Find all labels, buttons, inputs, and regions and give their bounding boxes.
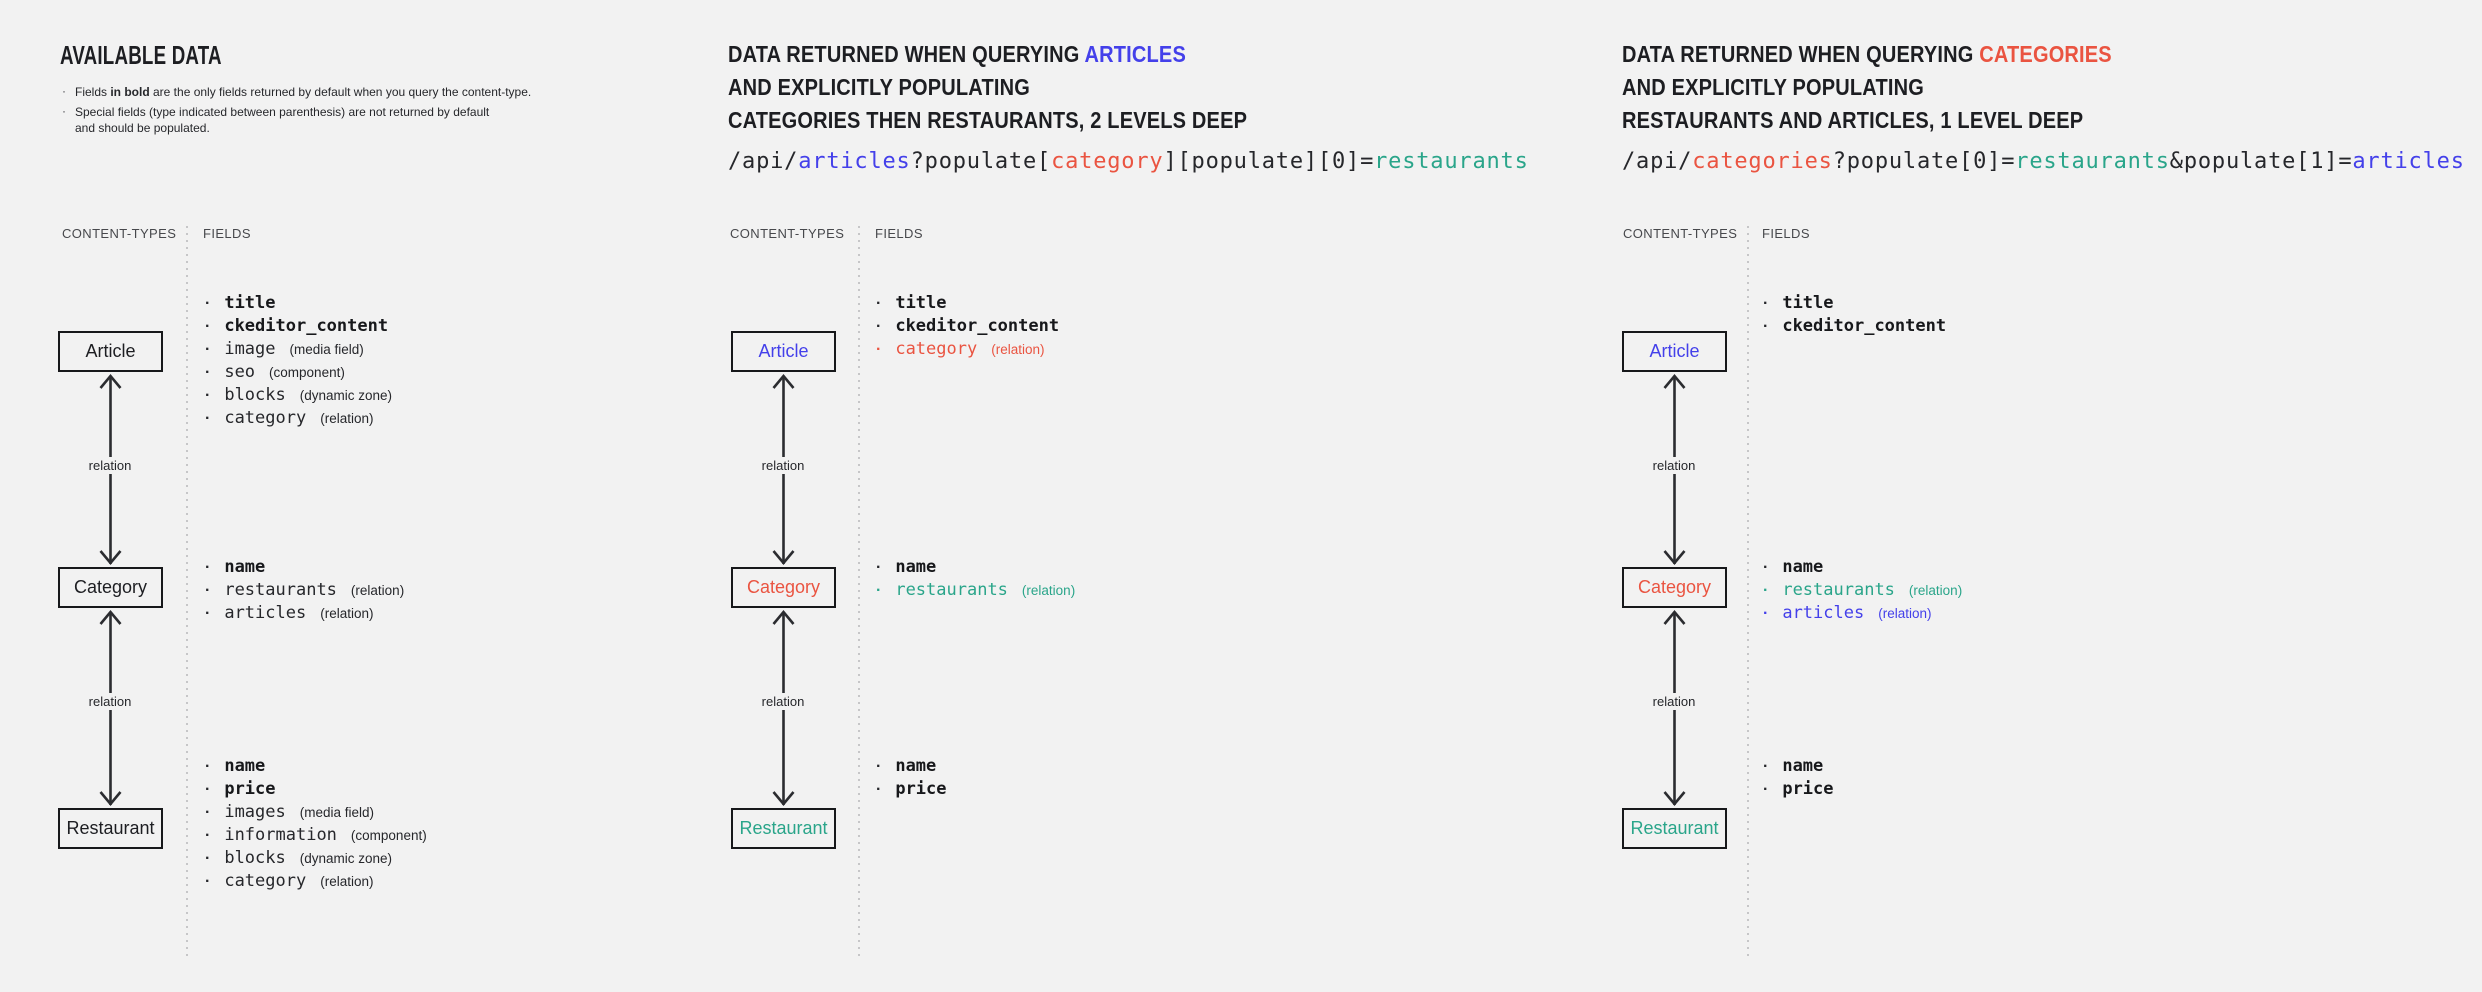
header-line: AND EXPLICITLY POPULATING bbox=[1622, 74, 1924, 100]
field-item: price bbox=[1763, 778, 1833, 801]
field-item: blocks(dynamic zone) bbox=[205, 384, 392, 407]
field-item: ckeditor_content bbox=[1763, 315, 1946, 338]
field-item: ckeditor_content bbox=[876, 315, 1059, 338]
field-list-category: name restaurants(relation) bbox=[876, 556, 1075, 602]
content-type-box-article: Article bbox=[58, 331, 163, 372]
note-text: Special fields (type indicated between p… bbox=[75, 105, 490, 119]
content-type-box-article: Article bbox=[731, 331, 836, 372]
field-list-article: title ckeditor_content image(media field… bbox=[205, 292, 392, 430]
content-type-box-category: Category bbox=[1622, 567, 1727, 608]
field-item: information(component) bbox=[205, 824, 426, 847]
legend-note-special-fields: Special fields (type indicated between p… bbox=[60, 103, 680, 136]
field-item: ckeditor_content bbox=[205, 315, 392, 338]
api-query-categories: /api/categories?populate[0]=restaurants&… bbox=[1622, 149, 2465, 174]
field-item: blocks(dynamic zone) bbox=[205, 847, 427, 870]
field-item: name bbox=[876, 556, 1075, 579]
field-item: restaurants(relation) bbox=[205, 579, 404, 602]
highlight-articles: ARTICLES bbox=[1084, 41, 1186, 67]
field-list-article: title ckeditor_content bbox=[1763, 292, 1946, 338]
note-text: and should be populated. bbox=[75, 121, 210, 135]
field-item: category(relation) bbox=[876, 338, 1059, 361]
field-item: title bbox=[876, 292, 1059, 315]
field-list-article: title ckeditor_content category(relation… bbox=[876, 292, 1059, 361]
field-item: name bbox=[876, 755, 947, 778]
note-text: Fields bbox=[75, 85, 111, 99]
content-type-box-restaurant: Restaurant bbox=[58, 808, 163, 849]
content-type-box-category: Category bbox=[58, 567, 163, 608]
fields-column-label: FIELDS bbox=[203, 226, 251, 241]
field-item: articles(relation) bbox=[1763, 602, 1962, 625]
relation-label: relation bbox=[1648, 693, 1700, 710]
field-list-restaurant: name price bbox=[1763, 755, 1834, 801]
dotted-divider bbox=[858, 226, 860, 957]
relation-label: relation bbox=[84, 693, 136, 710]
field-item: restaurants(relation) bbox=[876, 579, 1075, 602]
fields-column-label: FIELDS bbox=[875, 226, 923, 241]
panel-categories-header: DATA RETURNED WHEN QUERYING CATEGORIES A… bbox=[1622, 38, 2112, 137]
field-list-category: name restaurants(relation) articles(rela… bbox=[205, 556, 404, 625]
field-list-restaurant: name price images(media field) informati… bbox=[205, 755, 427, 893]
relation-label: relation bbox=[757, 457, 809, 474]
fields-column-label: FIELDS bbox=[1762, 226, 1810, 241]
dotted-divider bbox=[186, 226, 188, 957]
header-line: RESTAURANTS AND ARTICLES, 1 LEVEL DEEP bbox=[1622, 107, 2084, 133]
field-item: category(relation) bbox=[205, 407, 392, 430]
legend-note-bold-fields: Fields in bold are the only fields retur… bbox=[60, 83, 680, 100]
header-line: CATEGORIES THEN RESTAURANTS, 2 LEVELS DE… bbox=[728, 107, 1248, 133]
field-item: seo(component) bbox=[205, 361, 392, 384]
field-item: restaurants(relation) bbox=[1763, 579, 1962, 602]
field-item: image(media field) bbox=[205, 338, 392, 361]
content-types-column-label: CONTENT-TYPES bbox=[1623, 226, 1738, 241]
field-item: articles(relation) bbox=[205, 602, 404, 625]
header-line: DATA RETURNED WHEN QUERYING ARTICLES bbox=[728, 41, 1186, 67]
page-title: AVAILABLE DATA bbox=[60, 40, 222, 70]
field-item: name bbox=[205, 755, 427, 778]
field-item: name bbox=[1763, 755, 1834, 778]
header-line: DATA RETURNED WHEN QUERYING CATEGORIES bbox=[1622, 41, 2112, 67]
note-bold-text: in bold bbox=[110, 85, 150, 99]
content-type-box-category: Category bbox=[731, 567, 836, 608]
field-list-category: name restaurants(relation) articles(rela… bbox=[1763, 556, 1962, 625]
content-type-box-restaurant: Restaurant bbox=[1622, 808, 1727, 849]
field-list-restaurant: name price bbox=[876, 755, 947, 801]
relation-label: relation bbox=[757, 693, 809, 710]
panel-articles-header: DATA RETURNED WHEN QUERYING ARTICLES AND… bbox=[728, 38, 1247, 137]
content-type-box-article: Article bbox=[1622, 331, 1727, 372]
relation-label: relation bbox=[1648, 457, 1700, 474]
field-item: price bbox=[876, 778, 946, 801]
content-type-box-restaurant: Restaurant bbox=[731, 808, 836, 849]
field-item: images(media field) bbox=[205, 801, 427, 824]
api-query-articles: /api/articles?populate[category][populat… bbox=[728, 149, 1529, 174]
field-item: price bbox=[205, 778, 427, 801]
highlight-categories: CATEGORIES bbox=[1979, 41, 2112, 67]
relation-label: relation bbox=[84, 457, 136, 474]
field-item: title bbox=[205, 292, 392, 315]
content-types-column-label: CONTENT-TYPES bbox=[62, 226, 177, 241]
dotted-divider bbox=[1747, 226, 1749, 957]
content-types-column-label: CONTENT-TYPES bbox=[730, 226, 845, 241]
field-item: category(relation) bbox=[205, 870, 427, 893]
field-item: name bbox=[205, 556, 404, 579]
note-text: are the only fields returned by default … bbox=[149, 85, 532, 99]
legend-notes: Fields in bold are the only fields retur… bbox=[60, 83, 680, 140]
field-item: title bbox=[1763, 292, 1946, 315]
header-line: AND EXPLICITLY POPULATING bbox=[728, 74, 1030, 100]
field-item: name bbox=[1763, 556, 1962, 579]
